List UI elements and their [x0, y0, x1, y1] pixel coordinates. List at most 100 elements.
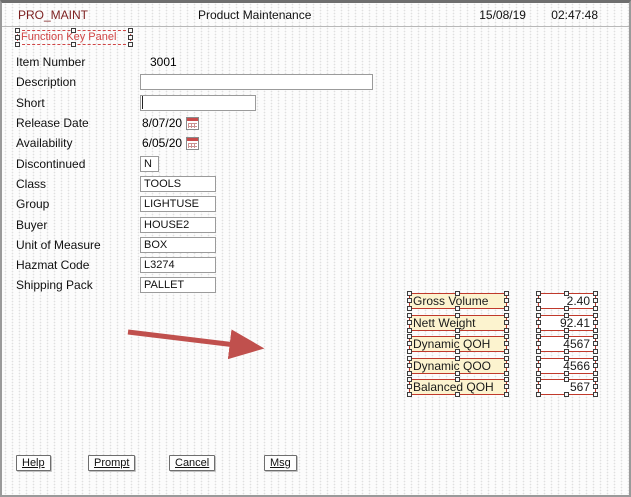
resize-handle[interactable] — [455, 355, 460, 361]
resize-handle[interactable] — [504, 298, 509, 303]
resize-handle[interactable] — [536, 327, 541, 333]
resize-handle[interactable] — [504, 384, 509, 389]
prompt-button[interactable]: Prompt — [88, 455, 136, 471]
resize-handle[interactable] — [455, 349, 460, 354]
resize-handle[interactable] — [407, 298, 412, 303]
metric-value-balanced-qoh[interactable]: 567 — [536, 377, 598, 397]
resize-handle[interactable] — [564, 392, 569, 397]
resize-handle[interactable] — [593, 377, 598, 382]
resize-handle[interactable] — [407, 377, 412, 382]
resize-handle[interactable] — [564, 349, 569, 354]
resize-handle[interactable] — [407, 334, 412, 339]
resize-handle[interactable] — [536, 377, 541, 382]
resize-handle[interactable] — [593, 319, 598, 325]
metric-value-dynamic-qoo[interactable]: 4566 — [536, 355, 598, 376]
resize-handle[interactable] — [536, 312, 541, 318]
resize-handle[interactable] — [593, 341, 598, 346]
resize-handle[interactable] — [455, 312, 460, 318]
resize-handle[interactable] — [564, 291, 569, 296]
resize-handle[interactable] — [407, 312, 412, 318]
resize-handle[interactable] — [564, 355, 569, 361]
resize-handle[interactable] — [536, 384, 541, 389]
resize-handle[interactable] — [15, 42, 20, 47]
resize-handle[interactable] — [564, 334, 569, 339]
resize-handle[interactable] — [71, 42, 76, 47]
resize-handle[interactable] — [407, 349, 412, 354]
resize-handle[interactable] — [593, 362, 598, 368]
resize-handle[interactable] — [455, 377, 460, 382]
resize-handle[interactable] — [593, 298, 598, 303]
resize-handle[interactable] — [593, 349, 598, 354]
resize-handle[interactable] — [128, 42, 133, 47]
resize-handle[interactable] — [593, 384, 598, 389]
metric-value-nett-weight[interactable]: 92.41 — [536, 312, 598, 333]
resize-handle[interactable] — [71, 28, 76, 33]
resize-handle[interactable] — [407, 384, 412, 389]
resize-handle[interactable] — [536, 306, 541, 311]
resize-handle[interactable] — [593, 306, 598, 311]
resize-handle[interactable] — [407, 327, 412, 333]
resize-handle[interactable] — [593, 327, 598, 333]
resize-handle[interactable] — [536, 355, 541, 361]
resize-handle[interactable] — [455, 392, 460, 397]
resize-handle[interactable] — [593, 392, 598, 397]
resize-handle[interactable] — [536, 392, 541, 397]
resize-handle[interactable] — [564, 370, 569, 376]
resize-handle[interactable] — [593, 312, 598, 318]
resize-handle[interactable] — [536, 291, 541, 296]
resize-handle[interactable] — [504, 349, 509, 354]
unit-of-measure-input[interactable] — [140, 236, 216, 253]
help-button[interactable]: Help — [16, 455, 51, 471]
calendar-icon[interactable] — [186, 136, 200, 150]
resize-handle[interactable] — [407, 319, 412, 325]
resize-handle[interactable] — [407, 306, 412, 311]
resize-handle[interactable] — [504, 312, 509, 318]
buyer-input[interactable] — [140, 216, 216, 233]
resize-handle[interactable] — [504, 327, 509, 333]
discontinued-input[interactable] — [140, 155, 159, 172]
resize-handle[interactable] — [407, 392, 412, 397]
msg-button[interactable]: Msg — [264, 455, 297, 471]
resize-handle[interactable] — [536, 370, 541, 376]
calendar-icon[interactable] — [186, 116, 200, 130]
resize-handle[interactable] — [536, 341, 541, 346]
resize-handle[interactable] — [504, 341, 509, 346]
resize-handle[interactable] — [128, 34, 133, 40]
resize-handle[interactable] — [455, 291, 460, 296]
metric-label-nett-weight[interactable]: Nett Weight — [407, 312, 509, 333]
hazmat-code-input[interactable] — [140, 257, 216, 274]
metric-label-dynamic-qoh[interactable]: Dynamic QOH — [407, 334, 509, 354]
cancel-button[interactable]: Cancel — [169, 455, 216, 471]
resize-handle[interactable] — [455, 327, 460, 333]
resize-handle[interactable] — [536, 349, 541, 354]
resize-handle[interactable] — [536, 362, 541, 368]
resize-handle[interactable] — [504, 355, 509, 361]
resize-handle[interactable] — [15, 28, 20, 33]
resize-handle[interactable] — [504, 334, 509, 339]
group-input[interactable] — [140, 196, 216, 213]
resize-handle[interactable] — [504, 319, 509, 325]
resize-handle[interactable] — [593, 334, 598, 339]
resize-handle[interactable] — [564, 306, 569, 311]
resize-handle[interactable] — [504, 306, 509, 311]
resize-handle[interactable] — [593, 291, 598, 296]
resize-handle[interactable] — [504, 377, 509, 382]
resize-handle[interactable] — [407, 362, 412, 368]
resize-handle[interactable] — [564, 312, 569, 318]
resize-handle[interactable] — [15, 34, 20, 40]
resize-handle[interactable] — [455, 370, 460, 376]
metric-value-dynamic-qoh[interactable]: 4567 — [536, 334, 598, 354]
description-input[interactable] — [140, 74, 373, 91]
resize-handle[interactable] — [593, 370, 598, 376]
resize-handle[interactable] — [504, 392, 509, 397]
resize-handle[interactable] — [593, 355, 598, 361]
resize-handle[interactable] — [564, 327, 569, 333]
class-input[interactable] — [140, 175, 216, 192]
metric-label-balanced-qoh[interactable]: Balanced QOH — [407, 377, 509, 397]
resize-handle[interactable] — [407, 341, 412, 346]
availability-value[interactable]: 6/05/20 — [142, 136, 183, 151]
resize-handle[interactable] — [407, 355, 412, 361]
resize-handle[interactable] — [407, 291, 412, 296]
resize-handle[interactable] — [455, 306, 460, 311]
resize-handle[interactable] — [536, 334, 541, 339]
